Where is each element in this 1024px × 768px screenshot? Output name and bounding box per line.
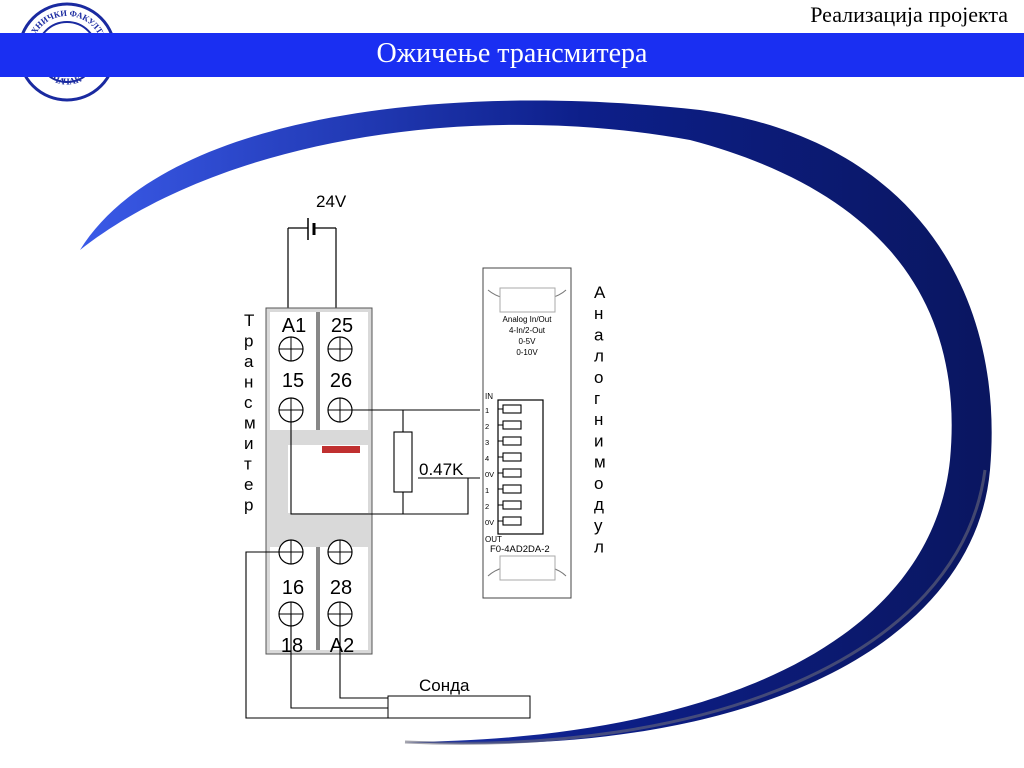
probe-label: Сонда xyxy=(419,676,470,695)
module-range-2: 0-10V xyxy=(516,348,538,357)
blue-swoosh-decoration xyxy=(80,100,992,745)
module-pin-block: 1 2 3 4 0V 1 2 0V xyxy=(485,404,522,527)
resistor-label: 0.47K xyxy=(419,460,464,479)
terminal-18-label: 18 xyxy=(281,635,303,657)
module-pin-label: 4 xyxy=(485,454,489,463)
module-pin-label: 0V xyxy=(485,470,494,479)
terminal-25-label: 25 xyxy=(331,315,353,337)
terminal-screw-25 xyxy=(327,336,353,362)
terminal-15-label: 15 xyxy=(282,370,304,392)
module-pin-label: 1 xyxy=(485,406,489,415)
probe: Сонда xyxy=(387,676,531,719)
module-in-label: IN xyxy=(485,392,493,401)
module-pin-terminal xyxy=(502,468,522,478)
module-pin-terminal xyxy=(502,516,522,526)
module-header: Analog In/Out xyxy=(503,315,553,324)
module-model: F0-4AD2DA-2 xyxy=(490,544,550,555)
terminal-screw-lower-right xyxy=(327,539,353,565)
transmitter-body: A1 25 15 26 xyxy=(265,307,373,657)
section-title: Реализација пројекта xyxy=(810,2,1008,27)
supply-voltage-label: 24V xyxy=(316,192,347,211)
module-pin-label: 3 xyxy=(485,438,489,447)
terminal-a1-label: A1 xyxy=(282,315,306,337)
power-supply: 24V xyxy=(287,192,347,313)
module-pin-label: 2 xyxy=(485,422,489,431)
module-pin-terminal xyxy=(502,436,522,446)
module-io-spec: 4-In/2-Out xyxy=(509,326,546,335)
module-pin-label: 2 xyxy=(485,502,489,511)
module-out-label: OUT xyxy=(485,535,502,544)
module-pin-terminal xyxy=(502,404,522,414)
analog-module: Analog In/Out 4-In/2-Out 0-5V 0-10V IN 1… xyxy=(482,267,572,599)
terminal-16-label: 16 xyxy=(282,577,304,599)
module-pin-terminal xyxy=(502,420,522,430)
module-pin-label: 1 xyxy=(485,486,489,495)
module-pin-terminal xyxy=(502,484,522,494)
module-pin-terminal xyxy=(502,452,522,462)
resistor xyxy=(393,431,413,493)
terminal-screw-a1 xyxy=(278,336,304,362)
status-indicator xyxy=(322,446,360,453)
slide-title: Ожичење трансмитера xyxy=(376,38,648,69)
module-range-1: 0-5V xyxy=(519,337,537,346)
title-banner xyxy=(0,33,1024,77)
terminal-a2-label: A2 xyxy=(330,635,354,657)
terminal-26-label: 26 xyxy=(330,370,352,392)
module-pin-label: 0V xyxy=(485,518,494,527)
module-pin-terminal xyxy=(502,500,522,510)
wiring: 0.47K xyxy=(245,409,480,719)
terminal-28-label: 28 xyxy=(330,577,352,599)
